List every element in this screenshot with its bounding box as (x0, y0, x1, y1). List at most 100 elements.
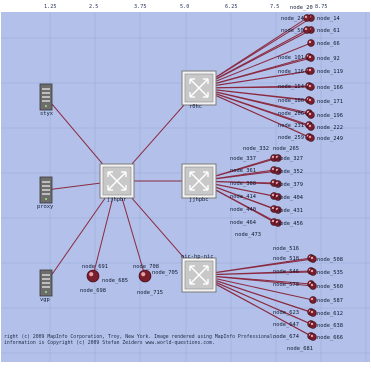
link-r0hc-n24 (198, 17, 308, 89)
leaf-label: node_388 (230, 181, 256, 187)
server-led (45, 198, 47, 200)
leaf-n691[interactable]: node_691 (82, 264, 108, 283)
copyright-footer: right (c) 2009 MapInfo Corporation, Troy… (4, 334, 275, 346)
leaf-n705[interactable]: node_705 (152, 270, 178, 276)
leaf-n473[interactable]: node_473 (235, 232, 261, 238)
x-tick-label: 1.25 (44, 4, 57, 10)
node-marker-icon (309, 321, 317, 329)
leaf-label: node_92 (317, 56, 340, 62)
leaf-label: node_674 (273, 334, 299, 340)
link-nic-n612 (198, 274, 314, 314)
link-r0hc-n249 (198, 87, 312, 139)
switch-nic[interactable]: nic-hp-nic (181, 254, 217, 293)
node-highlight (304, 15, 308, 19)
leaf-n92[interactable]: node_92 (307, 54, 340, 62)
leaf-label: node_715 (137, 290, 163, 296)
leaf-n715[interactable]: node_715 (137, 290, 163, 296)
leaf-n508[interactable]: node_508 (309, 255, 343, 263)
node-marker-icon (303, 14, 311, 22)
link-r0hc-n66 (198, 42, 312, 89)
leaf-label: node_259 (278, 135, 304, 141)
leaf-label: node_154 (278, 84, 304, 90)
leaf-label: node_431 (277, 208, 303, 214)
server-bay (42, 286, 50, 288)
leaf-n50[interactable]: node_50 (281, 26, 311, 34)
leaf-n231[interactable]: node_231 (278, 121, 313, 129)
leaf-n206[interactable]: node_206 (278, 109, 313, 117)
leaf-label: node_332 (243, 146, 269, 152)
leaf-label: node_473 (235, 232, 261, 238)
leaf-label: node_119 (317, 69, 343, 75)
node-marker-icon (309, 296, 317, 304)
leaf-label: node_623 (273, 310, 299, 316)
switch-jjhpbr[interactable]: jjhpbr (99, 163, 135, 203)
switch-arrow (189, 171, 209, 191)
leaf-label: node_698 (80, 288, 106, 294)
leaf-n119[interactable]: node_119 (307, 67, 343, 75)
leaf-n560[interactable]: node_560 (309, 282, 343, 290)
node-highlight (304, 27, 308, 31)
leaf-n666[interactable]: node_666 (309, 333, 343, 341)
leaf-n516[interactable]: node_516 (273, 246, 299, 252)
leaf-n698[interactable]: node_698 (80, 288, 106, 294)
leaf-n171[interactable]: node_171 (307, 97, 343, 105)
leaf-n456[interactable]: node_456 (274, 219, 303, 227)
node-marker-icon (309, 282, 317, 290)
leaf-n24[interactable]: node_24 (281, 14, 311, 22)
node-marker-icon (307, 54, 315, 62)
leaf-n638[interactable]: node_638 (309, 321, 343, 329)
leaf-label: node_180 (278, 98, 304, 104)
link-r0hc-n222 (198, 87, 312, 128)
leaf-label: node_560 (317, 284, 343, 290)
node-highlight (275, 207, 279, 211)
switch-jjhpbc[interactable]: jjhpbc (181, 163, 217, 203)
server-styx[interactable]: styx (39, 83, 54, 117)
node-marker-icon (138, 269, 152, 283)
leaf-n431[interactable]: node_431 (274, 206, 303, 214)
leaf-n379[interactable]: node_379 (274, 180, 303, 188)
leaf-n222[interactable]: node_222 (307, 123, 343, 131)
leaf-n404[interactable]: node_404 (274, 193, 303, 201)
leaf-label: node_508 (317, 257, 343, 263)
leaf-n154[interactable]: node_154 (278, 82, 313, 90)
leaf-n587[interactable]: node_587 (309, 296, 343, 304)
leaf-n101[interactable]: node_101 (278, 53, 313, 61)
switch-r0hc[interactable]: r0hc (181, 70, 217, 110)
leaf-n166[interactable]: node_166 (307, 83, 343, 91)
server-led (45, 105, 47, 107)
leaf-label: node_222 (317, 125, 343, 131)
leaf-n535[interactable]: node_535 (309, 268, 343, 276)
leaf-n612[interactable]: node_612 (309, 309, 343, 317)
leaf-n14[interactable]: node_14 (307, 14, 340, 22)
leaf-n708[interactable]: node_708 (133, 264, 159, 283)
leaf-n352[interactable]: node_352 (274, 167, 303, 175)
leaf-n249[interactable]: node_249 (307, 134, 343, 142)
link-r0hc-n196 (198, 87, 312, 116)
leaf-n66[interactable]: node_66 (307, 39, 340, 47)
leaf-n265[interactable]: node_265 (273, 146, 299, 152)
node-highlight (141, 272, 146, 277)
server-vgp[interactable]: vgp (39, 269, 53, 303)
server-proxy[interactable]: proxy (37, 176, 54, 210)
leaf-label: node_440 (230, 207, 256, 213)
leaf-n61[interactable]: node_61 (307, 26, 340, 34)
leaf-n20[interactable]: node_20 (290, 5, 313, 11)
leaf-label: node_570 (273, 282, 299, 288)
leaf-n196[interactable]: node_196 (307, 111, 343, 119)
leaf-n180[interactable]: node_180 (278, 96, 313, 104)
leaf-label: node_518 (273, 256, 299, 262)
leaf-n681[interactable]: node_681 (287, 346, 313, 352)
link-r0hc-n166 (198, 86, 312, 89)
node-highlight (310, 269, 314, 273)
leaf-n126[interactable]: node_126 (278, 67, 313, 75)
leaf-label: node_685 (102, 278, 128, 284)
leaf-label: node_612 (317, 311, 343, 317)
leaf-n259[interactable]: node_259 (278, 133, 313, 141)
leaf-n685[interactable]: node_685 (102, 278, 128, 284)
server-bay (42, 193, 50, 195)
leaf-n327[interactable]: node_327 (274, 154, 303, 162)
leaf-label: node_464 (230, 220, 256, 226)
leaf-n332[interactable]: node_332 (243, 146, 269, 152)
server-bay (42, 278, 50, 280)
x-tick-label: 8.75 (315, 4, 328, 10)
